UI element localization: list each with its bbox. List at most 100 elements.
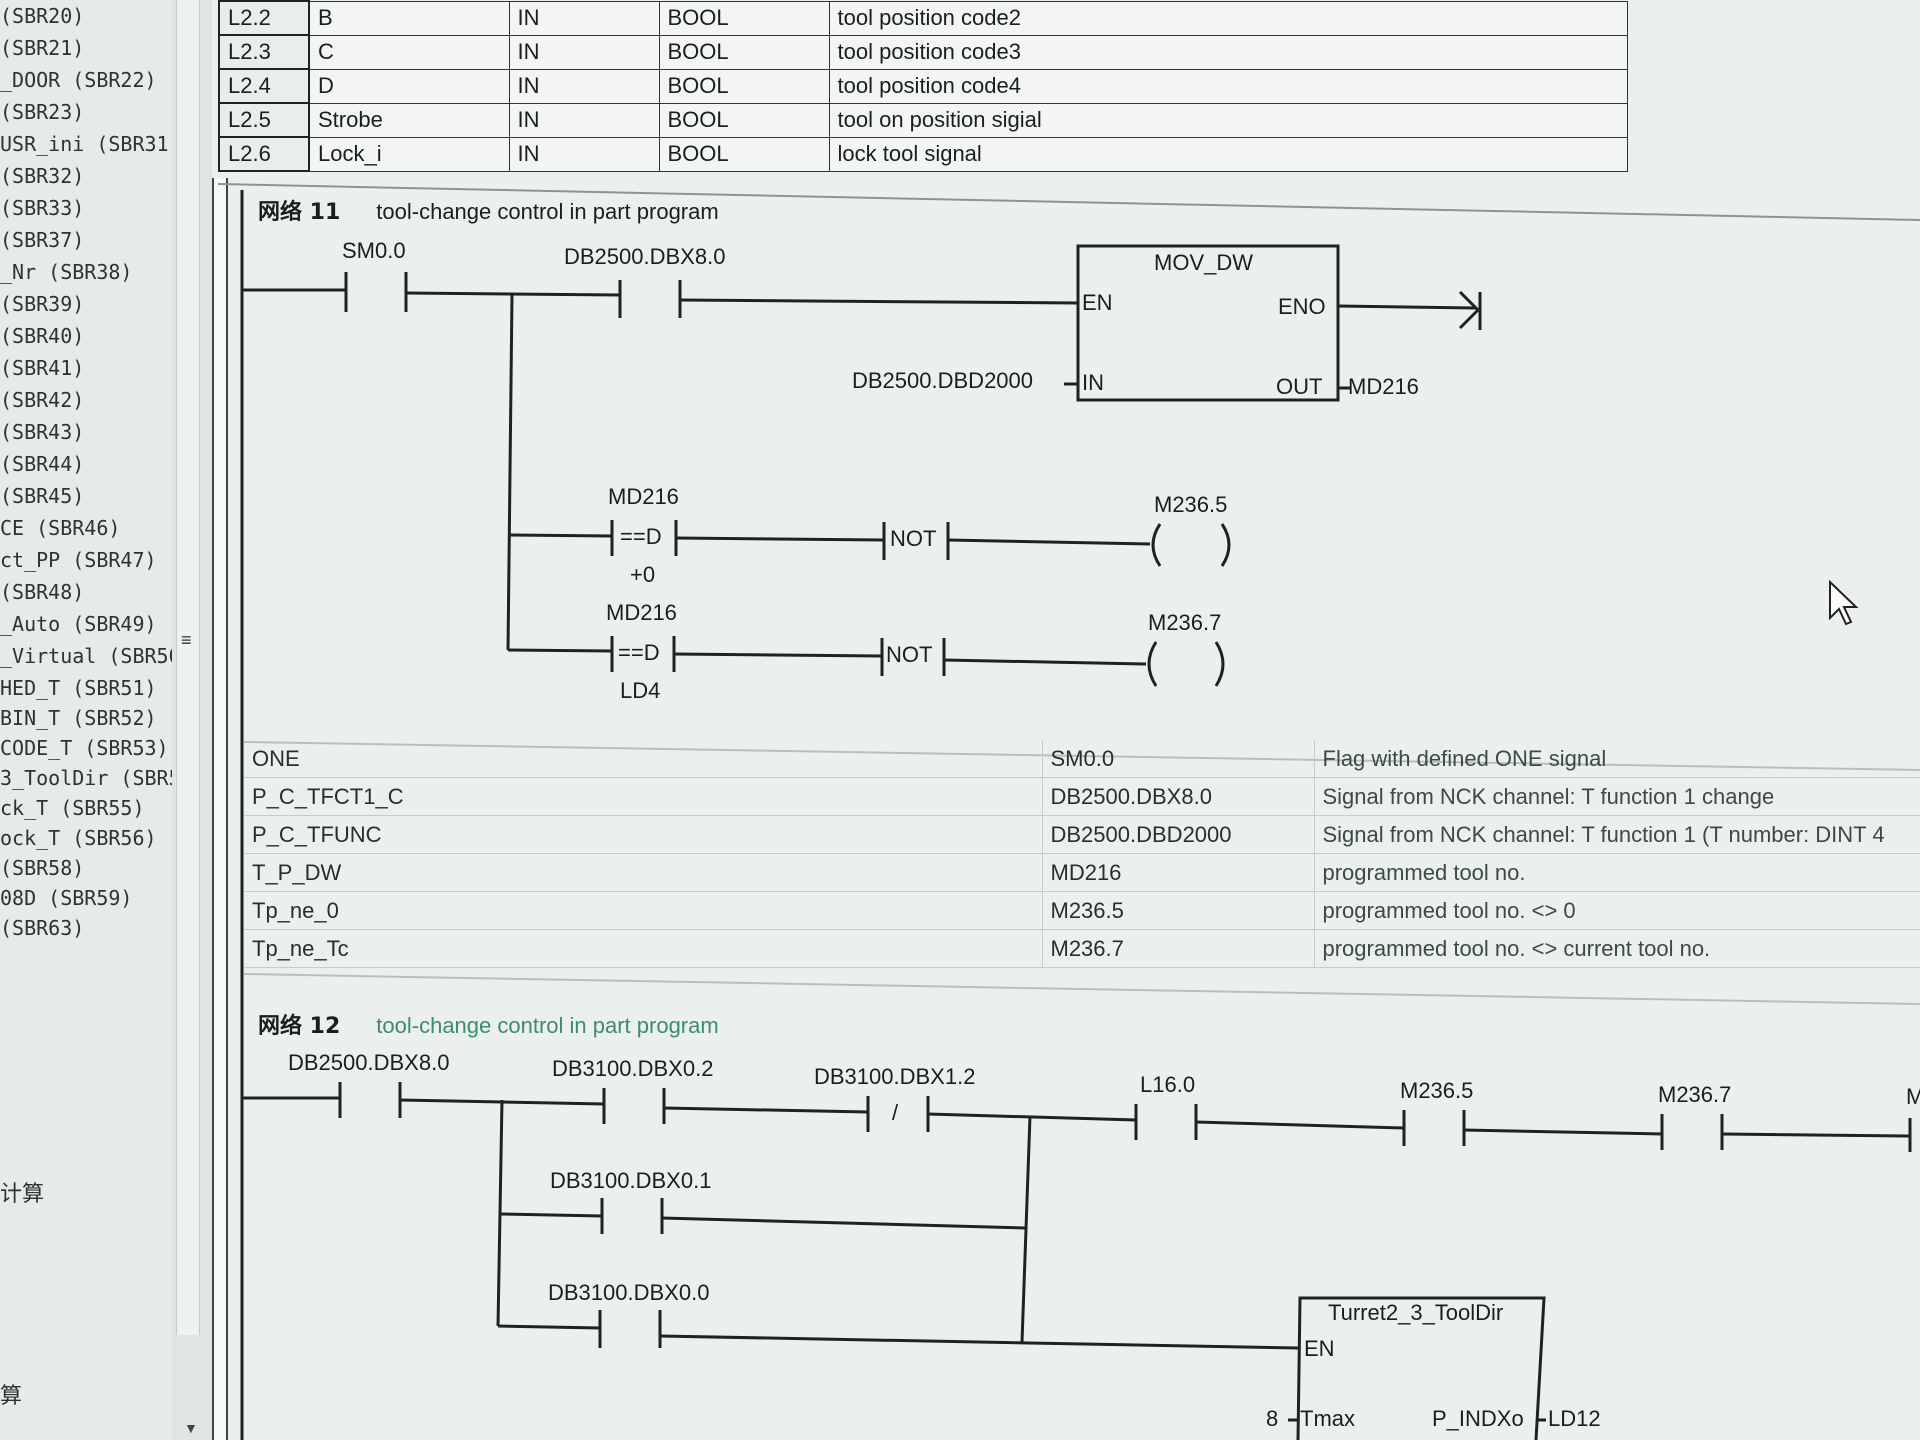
tree-item[interactable]: 3_ToolDir (SBR5 [0,766,172,790]
var-name[interactable]: Strobe [308,102,510,138]
var-comment[interactable]: tool on position sigial [828,102,1628,138]
var-name[interactable]: D [308,68,510,104]
tree-item[interactable]: (SBR45) [0,484,85,508]
var-dtype[interactable]: BOOL [658,34,830,70]
tree-item[interactable]: (SBR39) [0,292,85,316]
tree-item[interactable]: _Auto (SBR49) [0,612,157,636]
tree-label-calc[interactable]: 计算 [0,1182,45,1207]
tree-item[interactable]: (SBR21) [0,36,85,60]
coil-m2365-right [1220,523,1231,567]
contact-dbx12-label[interactable]: DB3100.DBX1.2 [814,1064,976,1089]
table-row[interactable]: T_P_DW MD216 programmed tool no. [244,853,1920,892]
mouse-cursor-icon [1829,579,1859,626]
var-type[interactable]: IN [508,102,660,138]
var-name[interactable]: C [308,34,510,70]
var-type[interactable]: IN [508,136,660,172]
tree-label-calc-2[interactable]: 算 [0,1384,23,1409]
tree-item[interactable]: _Virtual (SBR50 [0,644,172,668]
coil-m2367-left [1147,641,1158,687]
table-row[interactable]: P_C_TFUNC DB2500.DBD2000 Signal from NCK… [244,815,1920,854]
table-row[interactable]: L2.4 D IN BOOL tool position code4 [218,68,1628,104]
tree-item[interactable]: (SBR42) [0,388,85,412]
var-dtype[interactable]: BOOL [658,0,830,36]
var-name[interactable]: B [308,0,510,36]
tree-item[interactable]: (SBR44) [0,452,85,476]
turret-box-title[interactable]: Turret2_3_ToolDir [1328,1300,1504,1325]
contact-m-partial-label[interactable]: M [1906,1084,1920,1109]
tree-item[interactable]: 08D (SBR59) [0,886,133,910]
table-row[interactable]: ONE SM0.0 Flag with defined ONE signal [244,740,1920,778]
compare-2-operand-bottom[interactable]: LD4 [620,678,661,703]
table-row[interactable]: Tp_ne_0 M236.5 programmed tool no. <> 0 [244,891,1920,930]
tree-item[interactable]: (SBR40) [0,324,85,348]
contact-l160-label[interactable]: L16.0 [1140,1072,1196,1097]
tree-item[interactable]: (SBR48) [0,580,85,604]
tree-item[interactable]: (SBR20) [0,4,85,28]
contact-dbx00-label[interactable]: DB3100.DBX0.0 [548,1280,710,1305]
symbol-address: M236.5 [1042,891,1315,930]
compare-1-operand-bottom[interactable]: +0 [630,562,656,587]
var-type[interactable]: IN [508,68,660,104]
tree-item[interactable]: (SBR32) [0,164,85,188]
tree-item[interactable]: CE (SBR46) [0,516,121,540]
tree-item[interactable]: ck_T (SBR55) [0,796,145,820]
var-type[interactable]: IN [508,0,660,36]
compare-2-operator: ==D [618,640,660,665]
mov-dw-title[interactable]: MOV_DW [1154,250,1253,275]
tree-item[interactable]: BIN_T (SBR52) [0,706,157,730]
ladder-editor [212,0,1920,1440]
table-row[interactable]: L2.6 Lock_i IN BOOL lock tool signal [218,136,1628,172]
symbol-name: T_P_DW [244,853,1043,892]
table-row[interactable]: L2.3 C IN BOOL tool position code3 [218,34,1628,70]
coil-m2367-label[interactable]: M236.7 [1148,610,1222,635]
turret-box-en: EN [1304,1336,1335,1361]
compare-1-operand-top[interactable]: MD216 [608,484,679,509]
tree-item[interactable]: (SBR37) [0,228,85,252]
contact-dbx01-label[interactable]: DB3100.DBX0.1 [550,1168,712,1193]
table-row[interactable]: P_C_TFCT1_C DB2500.DBX8.0 Signal from NC… [244,777,1920,816]
tree-item[interactable]: (SBR43) [0,420,85,444]
var-name[interactable]: Lock_i [308,136,510,172]
tree-item[interactable]: (SBR58) [0,856,85,880]
tree-item[interactable]: ock_T (SBR56) [0,826,157,850]
scroll-down-arrow-icon[interactable]: ▼ [184,1420,198,1436]
splitter-grip-icon[interactable]: ≡ [181,630,192,650]
var-comment[interactable]: lock tool signal [828,136,1628,172]
contact-dbx80-label[interactable]: DB2500.DBX8.0 [564,244,726,269]
symbol-comment: programmed tool no. <> 0 [1314,891,1920,930]
contact-sm00-label[interactable]: SM0.0 [342,238,406,263]
tree-item[interactable]: (SBR23) [0,100,85,124]
turret-out-param[interactable]: LD12 [1548,1406,1601,1431]
table-row[interactable]: Tp_ne_Tc M236.7 programmed tool no. <> c… [244,929,1920,968]
contact-m2367-label[interactable]: M236.7 [1658,1082,1732,1107]
tree-item[interactable]: (SBR41) [0,356,85,380]
symbol-name: Tp_ne_0 [244,891,1043,930]
tree-item[interactable]: _Nr (SBR38) [0,260,133,284]
coil-m2365-label[interactable]: M236.5 [1154,492,1228,517]
compare-2-operand-top[interactable]: MD216 [606,600,677,625]
tree-item[interactable]: CODE_T (SBR53) [0,736,169,760]
tree-item[interactable]: _DOOR (SBR22) [0,68,157,92]
mov-dw-out-param[interactable]: MD216 [1348,374,1419,399]
symbol-address: MD216 [1042,853,1315,892]
tree-item[interactable]: ct_PP (SBR47) [0,548,157,572]
mov-dw-in-param[interactable]: DB2500.DBD2000 [852,368,1034,393]
tree-scrollbar[interactable] [176,0,200,1335]
tree-item[interactable]: HED_T (SBR51) [0,676,157,700]
not-1-label: NOT [890,526,937,551]
contact-dbx02-label[interactable]: DB3100.DBX0.2 [552,1056,714,1081]
tree-item[interactable]: (SBR63) [0,916,85,940]
tree-item[interactable]: (SBR33) [0,196,85,220]
tree-item[interactable]: USR_ini (SBR31) [0,132,172,156]
var-type[interactable]: IN [508,34,660,70]
contact-m2365-label[interactable]: M236.5 [1400,1078,1474,1103]
contact-n12-dbx80-label[interactable]: DB2500.DBX8.0 [288,1050,450,1075]
turret-tmax-value[interactable]: 8 [1266,1406,1279,1431]
mov-dw-out: OUT [1276,374,1323,399]
network-11-title: tool-change control in part program [376,199,719,224]
symbol-comment: programmed tool no. <> current tool no. [1314,929,1920,968]
table-row[interactable]: L2.5 Strobe IN BOOL tool on position sig… [218,102,1628,138]
var-dtype[interactable]: BOOL [658,136,830,172]
